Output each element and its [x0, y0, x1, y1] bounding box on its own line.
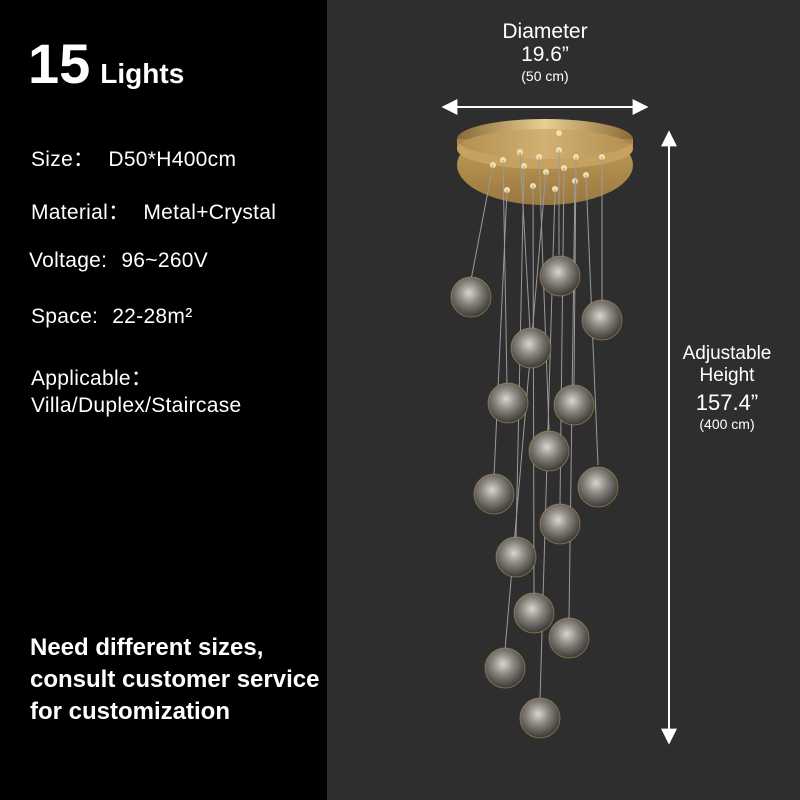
spec-space: Space: 22-28m² — [31, 305, 192, 329]
height-cm: (400 cm) — [699, 416, 755, 432]
height-inches: 157.4” — [695, 390, 759, 415]
light-count-number: 15 — [28, 32, 91, 95]
spec-material: Material： Metal+Crystal — [31, 196, 276, 226]
crystal-ball — [450, 276, 492, 318]
crystal-ball — [581, 299, 623, 341]
spec-material-label: Material： — [31, 201, 130, 224]
crystal-ball — [528, 430, 570, 472]
crystal-ball — [553, 384, 595, 426]
crystal-ball — [495, 536, 537, 578]
spec-applicable-label: Applicable： — [31, 367, 153, 390]
crystal-ball — [473, 473, 515, 515]
spec-space-value: 22-28m² — [112, 305, 193, 328]
diameter-cm: (50 cm) — [521, 68, 569, 84]
crystal-ball — [539, 503, 581, 545]
spec-space-label: Space: — [31, 305, 99, 328]
spec-voltage-value: 96~260V — [121, 249, 209, 272]
crystal-ball — [539, 255, 581, 297]
spec-voltage: Voltage: 96~260V — [29, 249, 208, 273]
spec-voltage-label: Voltage: — [29, 249, 108, 272]
light-count-word: Lights — [100, 58, 185, 89]
spec-applicable-value: Villa/Duplex/Staircase — [31, 394, 242, 417]
crystal-balls — [450, 255, 623, 739]
crystal-ball — [548, 617, 590, 659]
spec-size-label: Size： — [31, 148, 95, 171]
height-label-line1: Adjustable — [682, 343, 772, 364]
crystal-ball — [519, 697, 561, 739]
crystal-ball — [513, 592, 555, 634]
crystal-ball — [577, 466, 619, 508]
chandelier-illustration — [441, 99, 677, 745]
spec-size: Size： D50*H400cm — [31, 143, 236, 173]
ceiling-canopy — [457, 119, 633, 205]
customization-note: Need different sizes, consult customer s… — [30, 634, 320, 725]
diameter-label: Diameter — [502, 20, 588, 43]
height-label-line2: Height — [699, 365, 755, 386]
crystal-ball — [487, 382, 529, 424]
crystal-ball — [484, 647, 526, 689]
spec-material-value: Metal+Crystal — [143, 201, 277, 224]
diameter-inches: 19.6” — [521, 43, 569, 66]
spec-size-value: D50*H400cm — [108, 148, 237, 171]
crystal-ball — [510, 327, 552, 369]
